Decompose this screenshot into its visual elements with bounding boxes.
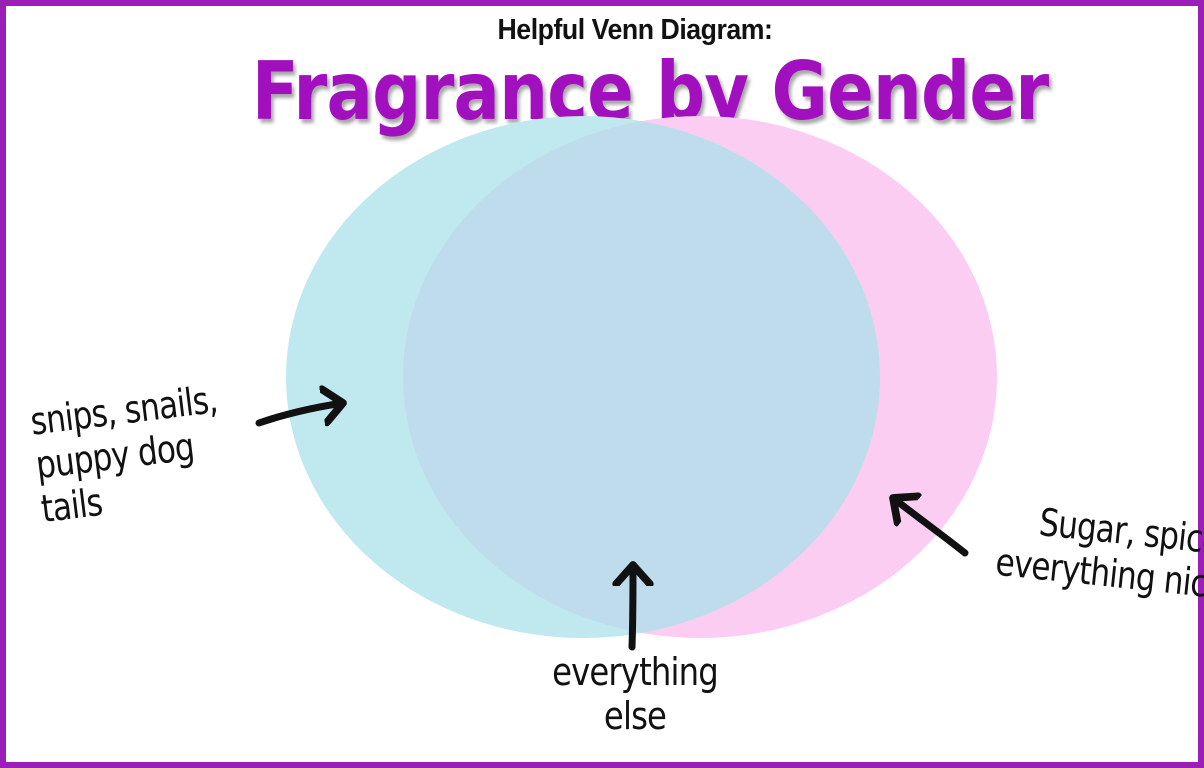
bottom-arrow	[632, 565, 633, 651]
bottom-label-line2: else	[603, 694, 667, 738]
diagram-subtitle: Helpful Venn Diagram:	[497, 14, 773, 46]
right-arrow	[893, 498, 969, 557]
left-arrow	[255, 403, 343, 427]
bottom-label-line1: everything	[552, 650, 719, 694]
bottom-label: everything else	[537, 650, 733, 738]
left-label: snips, snails, puppy dog tails	[28, 374, 256, 531]
